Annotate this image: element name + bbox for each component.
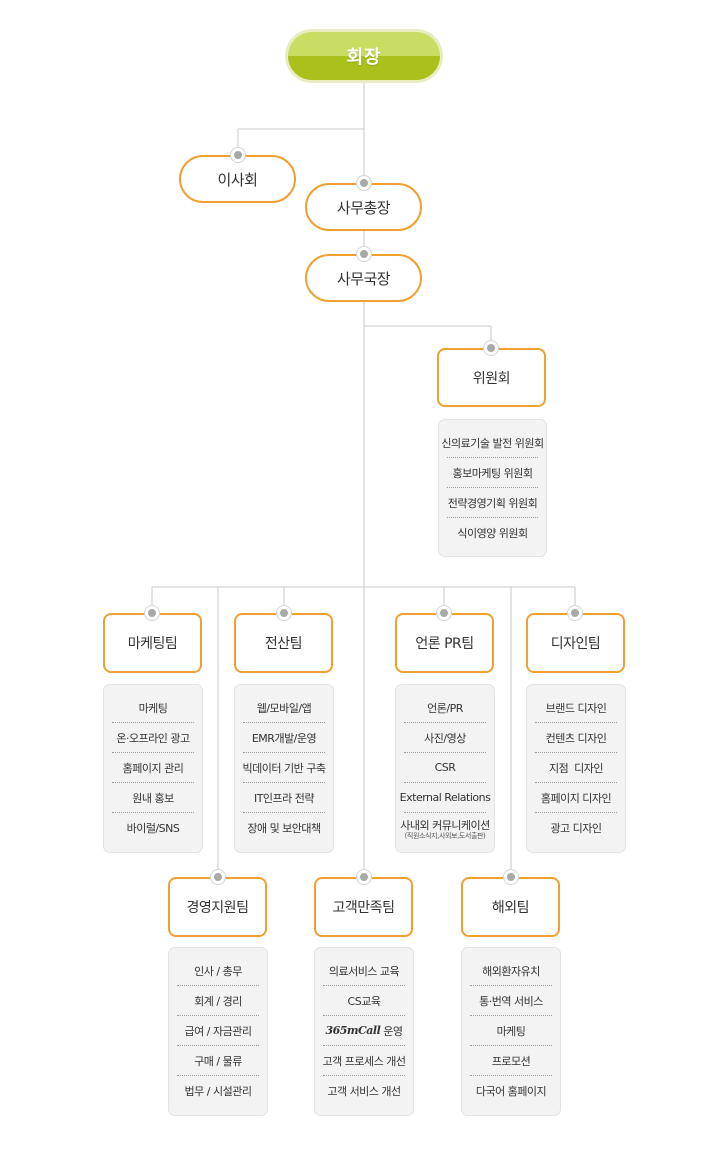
design-team-connector-dot — [568, 606, 582, 620]
cs-team-connector-dot — [357, 870, 371, 884]
it-team-node: 전산팀 — [234, 613, 333, 673]
board-node: 이사회 — [179, 155, 296, 203]
list-item: 급여 / 자금관리 — [177, 1016, 259, 1046]
list-item: 다국어 홈페이지 — [475, 1085, 547, 1098]
marketing-team-connector-dot — [145, 606, 159, 620]
management-team-connector-dot — [211, 870, 225, 884]
list-item: 브랜드 디자인 — [535, 693, 617, 723]
list-item: 법무 / 시설관리 — [184, 1085, 252, 1098]
chairman-node: 회장 — [285, 29, 443, 83]
committee-panel: 신의료기술 발전 위원회 홍보마케팅 위원회 전략경영기획 위원회 식이영양 위… — [438, 419, 547, 557]
list-item: EMR개발/운영 — [243, 723, 325, 753]
list-item: 고객 프로세스 개선 — [323, 1046, 406, 1076]
chairman-label: 회장 — [288, 32, 440, 80]
list-item: 사진/영상 — [404, 723, 486, 753]
list-item: 지점 디자인 — [535, 753, 617, 783]
list-item: 회계 / 경리 — [177, 986, 259, 1016]
list-item: 전략경영기획 위원회 — [447, 488, 538, 518]
list-item: 고객 서비스 개선 — [327, 1085, 401, 1098]
list-item: 언론/PR — [404, 693, 486, 723]
overseas-team-node: 해외팀 — [461, 877, 560, 937]
list-item: 마케팅 — [112, 693, 194, 723]
list-item: 인사 / 총무 — [177, 956, 259, 986]
list-item: 신의료기술 발전 위원회 — [441, 428, 544, 458]
list-item-label: 사내외 커뮤니케이션 — [400, 818, 490, 832]
committee-connector-dot — [484, 341, 498, 355]
list-item: CS교육 — [323, 986, 405, 1016]
management-team-panel: 인사 / 총무 회계 / 경리 급여 / 자금관리 구매 / 물류 법무 / 시… — [168, 947, 268, 1116]
list-item: 홈페이지 디자인 — [535, 783, 617, 813]
list-item: 원내 홍보 — [112, 783, 194, 813]
cs-team-node: 고객만족팀 — [314, 877, 413, 937]
pr-team-connector-dot — [437, 606, 451, 620]
design-team-panel: 브랜드 디자인 컨텐츠 디자인 지점 디자인 홈페이지 디자인 광고 디자인 — [526, 684, 626, 853]
secretary-general-node: 사무총장 — [305, 183, 422, 231]
secretary-general-connector-dot — [357, 176, 371, 190]
overseas-team-connector-dot — [504, 870, 518, 884]
secretary-director-connector-dot — [357, 247, 371, 261]
list-item: 프로모션 — [470, 1046, 552, 1076]
committee-node: 위원회 — [437, 348, 546, 407]
list-item: 홈페이지 관리 — [112, 753, 194, 783]
brand-logo-text: 365mCall — [325, 1024, 381, 1037]
list-item: CSR — [404, 753, 486, 783]
pr-team-node: 언론 PR팀 — [395, 613, 494, 673]
list-item: 광고 디자인 — [550, 822, 602, 835]
list-item: 365mCall 운영 — [323, 1016, 405, 1046]
list-item: 홍보마케팅 위원회 — [447, 458, 538, 488]
list-item: 식이영양 위원회 — [457, 527, 528, 540]
list-item: 해외환자유치 — [470, 956, 552, 986]
list-item: 컨텐츠 디자인 — [535, 723, 617, 753]
list-item-sublabel: (직원소식지,사외보,도서출판) — [404, 832, 486, 841]
cs-team-panel: 의료서비스 교육 CS교육 365mCall 운영 고객 프로세스 개선 고객 … — [314, 947, 414, 1116]
list-item: IT인프라 전략 — [243, 783, 325, 813]
list-item: 통·번역 서비스 — [470, 986, 552, 1016]
management-team-node: 경영지원팀 — [168, 877, 267, 937]
it-team-panel: 웹/모바일/앱 EMR개발/운영 빅데이터 기반 구축 IT인프라 전략 장애 … — [234, 684, 334, 853]
list-item: 마케팅 — [470, 1016, 552, 1046]
overseas-team-panel: 해외환자유치 통·번역 서비스 마케팅 프로모션 다국어 홈페이지 — [461, 947, 561, 1116]
pr-team-panel: 언론/PR 사진/영상 CSR External Relations 사내외 커… — [395, 684, 495, 853]
board-connector-dot — [231, 148, 245, 162]
list-item: 웹/모바일/앱 — [243, 693, 325, 723]
list-item: 구매 / 물류 — [177, 1046, 259, 1076]
secretary-director-node: 사무국장 — [305, 254, 422, 302]
list-item: 온·오프라인 광고 — [112, 723, 194, 753]
list-item: External Relations — [400, 783, 491, 813]
marketing-team-node: 마케팅팀 — [103, 613, 202, 673]
it-team-connector-dot — [277, 606, 291, 620]
list-item: 빅데이터 기반 구축 — [243, 753, 326, 783]
list-item: 장애 및 보안대책 — [247, 822, 321, 835]
design-team-node: 디자인팀 — [526, 613, 625, 673]
list-item: 바이럴/SNS — [126, 822, 180, 835]
list-item: 사내외 커뮤니케이션 (직원소식지,사외보,도서출판) — [400, 813, 490, 847]
list-item: 의료서비스 교육 — [323, 956, 405, 986]
list-item-label: 운영 — [383, 1024, 403, 1038]
marketing-team-panel: 마케팅 온·오프라인 광고 홈페이지 관리 원내 홍보 바이럴/SNS — [103, 684, 203, 853]
